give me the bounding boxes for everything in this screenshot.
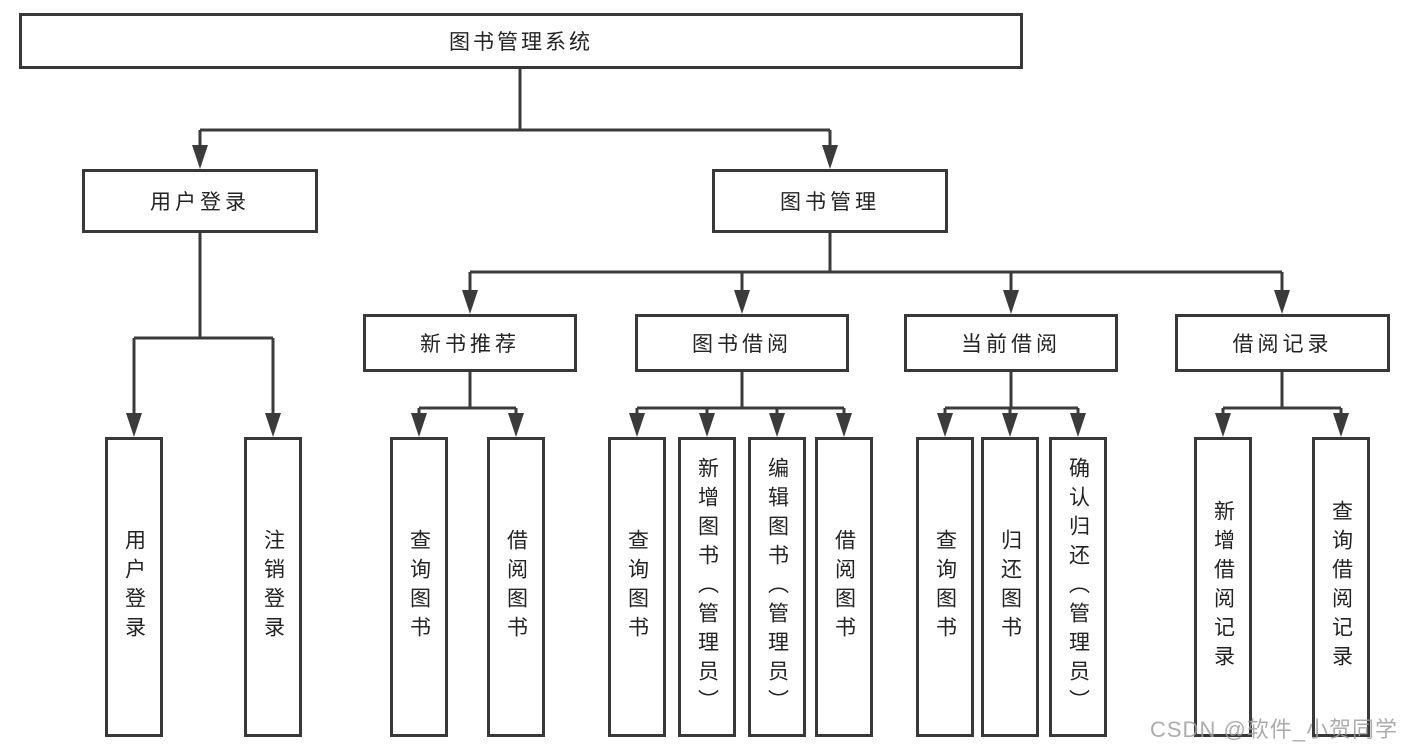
leaf-add-borrow-record-label: 新增借阅记录 [1211,500,1235,674]
leaf-return-books-label: 归还图书 [998,529,1022,645]
arrow-icon [1070,413,1086,437]
leaf-user-login-label: 用户登录 [122,529,146,645]
node-borrow-records-label: 借阅记录 [1232,333,1333,356]
arrow-icon [1003,290,1019,314]
leaf-user-login: 用户登录 [105,437,163,737]
arrow-icon [508,413,524,437]
leaf-query-borrow-record-label: 查询借阅记录 [1329,500,1353,674]
leaf-confirm-return-admin: 确认归还（管理员） [1049,437,1107,737]
node-new-book-recommend-label: 新书推荐 [420,333,520,356]
leaf-borrow-query-books-label: 查询图书 [625,529,649,645]
connector-root-to-level2 [198,69,832,152]
leaf-add-books-admin-label: 新增图书（管理员） [695,456,719,718]
leaf-add-books-admin: 新增图书（管理员） [678,437,736,737]
leaf-recommend-borrow-books: 借阅图书 [487,437,545,737]
node-book-borrow-label: 图书借阅 [692,333,792,356]
leaf-recommend-query-books: 查询图书 [390,437,448,737]
leaf-logout: 注销登录 [244,437,302,737]
connector-records-branch [1221,372,1343,420]
arrow-icon [1215,413,1231,437]
node-new-book-recommend: 新书推荐 [363,314,577,372]
arrow-icon [411,413,427,437]
node-root-label: 图书管理系统 [449,31,593,54]
leaf-logout-label: 注销登录 [261,529,285,645]
arrow-icon [265,413,281,437]
node-book-borrow: 图书借阅 [635,314,849,372]
arrow-icon [822,145,838,169]
leaf-edit-books-admin-label: 编辑图书（管理员） [765,456,789,718]
arrow-icon [126,413,142,437]
arrow-icon [836,413,852,437]
leaf-return-books: 归还图书 [981,437,1039,737]
node-user-login: 用户登录 [82,169,318,233]
arrow-icon [1333,413,1349,437]
leaf-recommend-query-books-label: 查询图书 [407,529,431,645]
connector-recommend-branch [417,372,518,420]
arrow-icon [192,145,208,169]
connector-borrow-branch [635,372,846,420]
arrow-icon [734,290,750,314]
leaf-current-query-books-label: 查询图书 [933,529,957,645]
leaf-current-query-books: 查询图书 [916,437,974,737]
leaf-confirm-return-admin-label: 确认归还（管理员） [1066,456,1090,718]
connector-current-branch [943,372,1080,420]
node-user-login-label: 用户登录 [150,191,250,214]
arrow-icon [1002,413,1018,437]
arrow-icon [769,413,785,437]
arrowheads [126,145,1349,437]
leaf-borrow-books-label: 借阅图书 [832,529,856,645]
leaf-query-borrow-record: 查询借阅记录 [1312,437,1370,737]
arrow-icon [462,290,478,314]
leaf-borrow-books: 借阅图书 [815,437,873,737]
connector-user-login-branch [132,233,275,420]
leaf-add-borrow-record: 新增借阅记录 [1194,437,1252,737]
leaf-recommend-borrow-books-label: 借阅图书 [504,529,528,645]
connector-book-management-branch [468,233,1284,296]
node-current-borrow-label: 当前借阅 [961,333,1061,356]
node-root: 图书管理系统 [19,13,1023,69]
watermark: CSDN @软件_小贺同学 [1150,717,1399,742]
leaf-edit-books-admin: 编辑图书（管理员） [748,437,806,737]
arrow-icon [1274,290,1290,314]
node-book-management: 图书管理 [712,169,948,233]
arrow-icon [699,413,715,437]
arrow-icon [629,413,645,437]
leaf-borrow-query-books: 查询图书 [608,437,666,737]
node-borrow-records: 借阅记录 [1175,314,1390,372]
arrow-icon [937,413,953,437]
node-current-borrow: 当前借阅 [904,314,1118,372]
node-book-management-label: 图书管理 [780,191,880,214]
